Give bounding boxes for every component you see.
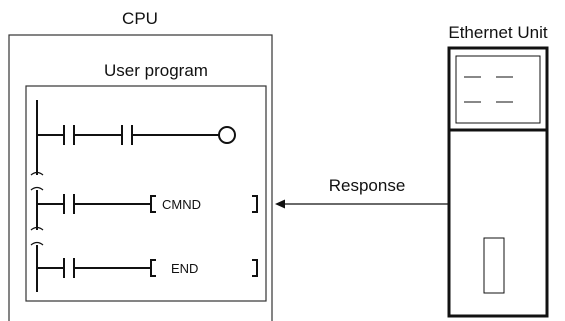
output-coil-icon: [218, 126, 236, 144]
rail-break-mark: [30, 186, 44, 191]
response-label: Response: [329, 176, 406, 195]
user-program-title: User program: [104, 61, 208, 80]
end-instruction-label: END: [171, 261, 198, 276]
ladder-rung-2: [37, 194, 258, 214]
ethernet-unit-outline: [447, 46, 549, 318]
cmnd-instruction-label: CMND: [162, 197, 201, 212]
rail-break-mark: [30, 171, 44, 176]
instruction-right-bracket: [252, 259, 258, 277]
instruction-right-bracket: [252, 195, 258, 213]
ethernet-port: [483, 237, 505, 294]
user-program-box: [25, 85, 267, 302]
instruction-left-bracket: [150, 195, 156, 213]
indicator-panel: [455, 55, 541, 124]
ladder-diagram: [30, 100, 258, 292]
cpu-box: [8, 34, 273, 321]
ethernet-unit-title: Ethernet Unit: [448, 23, 547, 42]
ladder-rung-1: [37, 125, 236, 145]
response-arrowhead-icon: [275, 199, 285, 209]
cpu-title: CPU: [122, 9, 158, 28]
rail-break-mark: [30, 241, 44, 246]
ethernet-unit-box: [447, 46, 549, 318]
ladder-rung-3: [37, 258, 258, 278]
rail-break-mark: [30, 226, 44, 231]
instruction-left-bracket: [150, 259, 156, 277]
